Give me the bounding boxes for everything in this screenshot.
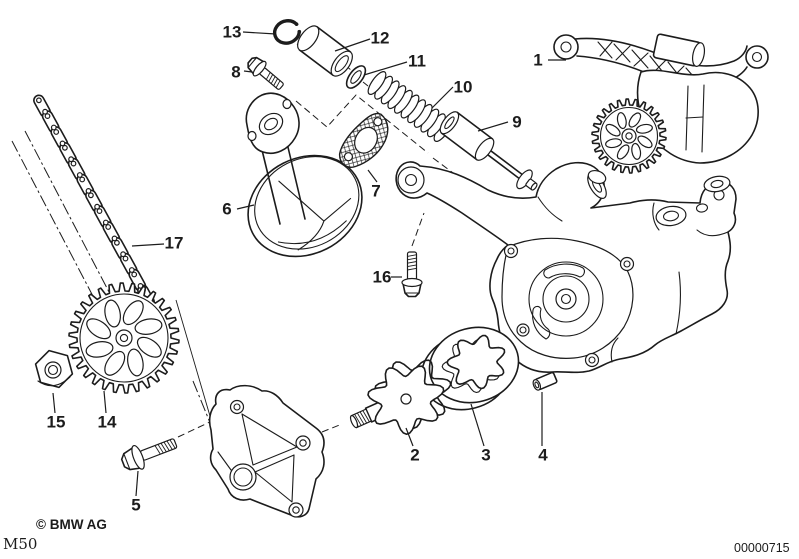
part-drive-sprocket[interactable] [68,282,180,394]
callout-10[interactable]: 10 [453,77,473,97]
part-outer-rotor[interactable] [413,318,527,420]
part-pump-housing[interactable] [395,161,737,374]
callout-12[interactable]: 12 [370,28,390,48]
part-cover-bolt[interactable] [119,431,180,474]
part-housing-bolt[interactable] [401,251,423,298]
part-inner-rotor[interactable] [349,359,452,435]
engine-model-code: M50 [3,535,38,553]
part-snap-ring[interactable] [271,17,303,47]
part-washer-ring[interactable] [343,63,369,92]
callout-2[interactable]: 2 [410,445,420,465]
part-flange-nut[interactable] [34,349,74,389]
part-oil-pump-assembly[interactable] [553,33,769,194]
callout-3[interactable]: 3 [481,445,491,465]
part-dowel-pin[interactable] [532,371,558,391]
callout-15[interactable]: 15 [46,412,66,432]
callout-11[interactable]: 11 [408,51,426,71]
part-relief-spring[interactable] [365,69,455,144]
part-gasket[interactable] [334,105,395,176]
part-pump-cover-plate[interactable] [208,384,325,518]
callout-8[interactable]: 8 [231,62,241,82]
callout-1[interactable]: 1 [533,50,543,70]
part-relief-piston[interactable] [437,109,544,198]
part-oil-strainer[interactable] [231,92,380,275]
part-valve-sleeve[interactable] [294,22,357,79]
document-number: 00000715 [734,541,790,555]
callout-7[interactable]: 7 [371,181,381,201]
callout-17[interactable]: 17 [164,233,184,253]
callout-16[interactable]: 16 [372,267,392,287]
copyright-notice: © BMW AG [36,517,107,532]
callout-13[interactable]: 13 [222,22,242,42]
part-flange-bolt[interactable] [244,54,287,94]
leader-lines [52,31,566,497]
callout-6[interactable]: 6 [222,199,232,219]
callout-9[interactable]: 9 [512,112,522,132]
callout-4[interactable]: 4 [538,445,548,465]
callout-14[interactable]: 14 [97,412,117,432]
part-timing-chain[interactable] [32,94,156,309]
callout-5[interactable]: 5 [131,495,141,515]
